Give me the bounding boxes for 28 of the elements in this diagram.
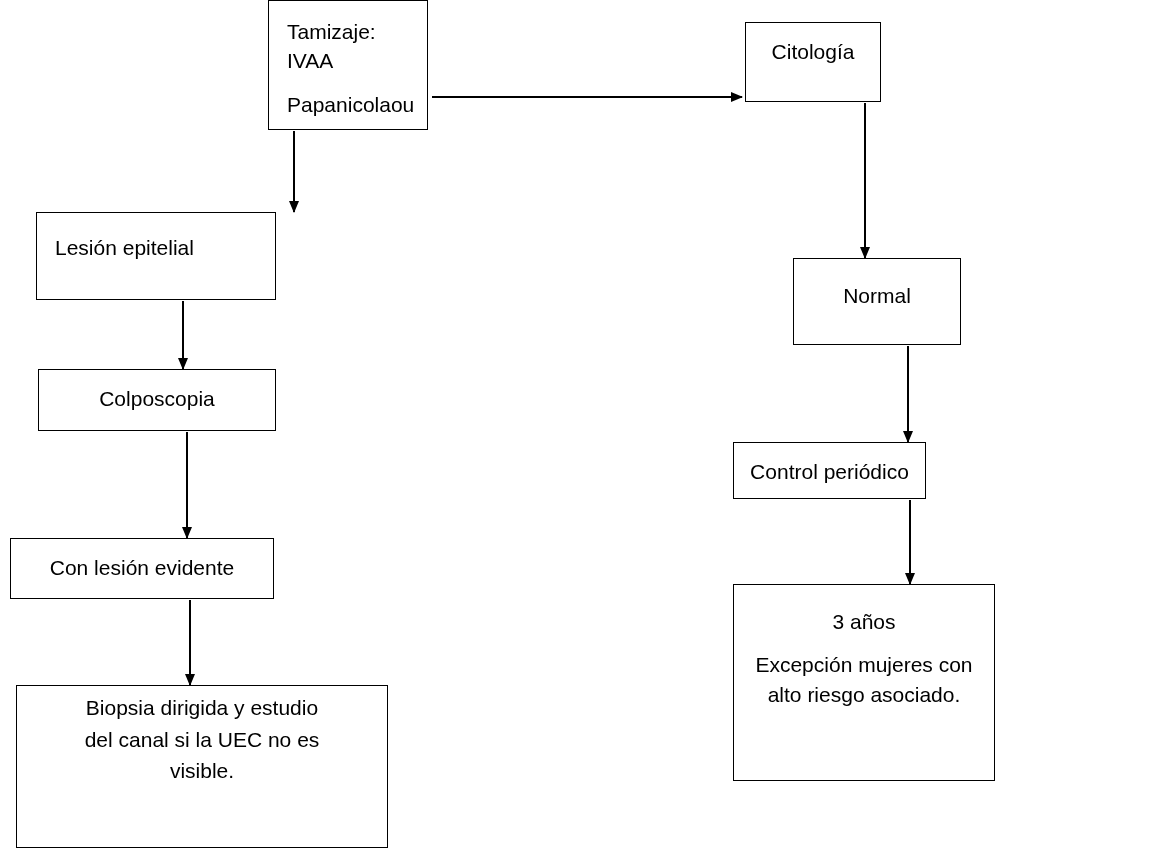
box-text: Citología bbox=[770, 39, 856, 65]
arrow bbox=[431, 92, 743, 102]
box-text: Lesión epitelial bbox=[55, 235, 195, 261]
arrow bbox=[903, 345, 913, 443]
arrow bbox=[860, 102, 870, 259]
arrow bbox=[289, 130, 299, 213]
process-box bbox=[16, 685, 388, 848]
process-box bbox=[268, 0, 428, 130]
box-text: Con lesión evidente bbox=[48, 555, 236, 581]
process-box bbox=[38, 369, 276, 431]
process-box bbox=[793, 258, 961, 345]
box-text: Colposcopia bbox=[98, 386, 216, 412]
arrow bbox=[185, 599, 195, 686]
box-text: Biopsia dirigida y estudio del canal si la UEC no es visible. bbox=[83, 695, 321, 784]
box-text: Normal bbox=[842, 283, 912, 309]
process-box bbox=[733, 584, 995, 781]
process-box bbox=[745, 22, 881, 102]
box-text: Papanicolaou bbox=[287, 91, 416, 118]
box-text: Excepción mujeres con alto riesgo asociado. bbox=[754, 652, 974, 708]
arrow bbox=[905, 499, 915, 585]
process-box bbox=[733, 442, 926, 499]
arrow bbox=[178, 300, 188, 370]
process-box bbox=[36, 212, 276, 300]
arrow bbox=[182, 431, 192, 539]
box-text: Control periódico bbox=[749, 459, 910, 485]
box-text: 3 años bbox=[831, 609, 897, 635]
box-text: Tamizaje: IVAA bbox=[287, 19, 377, 75]
process-box bbox=[10, 538, 274, 599]
